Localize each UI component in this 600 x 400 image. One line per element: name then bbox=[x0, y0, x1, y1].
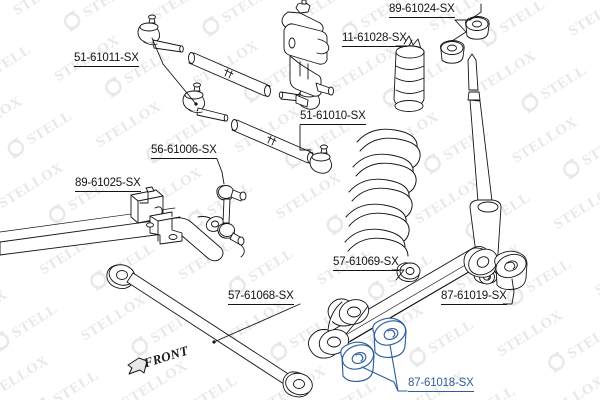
part-label-56-61006-sx[interactable]: 56-61006-SX bbox=[151, 144, 217, 159]
part-label-89-61025-sx[interactable]: 89-61025-SX bbox=[75, 177, 141, 192]
part-label-87-61018-sx[interactable]: 87-61018-SX bbox=[408, 377, 474, 392]
part-label-57-61068-sx[interactable]: 57-61068-SX bbox=[228, 290, 294, 305]
part-label-51-61010-sx[interactable]: 51-61010-SX bbox=[300, 110, 366, 125]
part-label-51-61011-sx[interactable]: 51-61011-SX bbox=[74, 52, 139, 67]
front-orientation-label: FRONT bbox=[142, 342, 190, 371]
part-label-89-61024-sx[interactable]: 89-61024-SX bbox=[389, 3, 455, 18]
part-label-87-61019-sx[interactable]: 87-61019-SX bbox=[441, 290, 507, 305]
part-label-57-61069-sx[interactable]: 57-61069-SX bbox=[333, 256, 399, 271]
part-label-11-61028-sx[interactable]: 11-61028-SX bbox=[342, 32, 407, 47]
